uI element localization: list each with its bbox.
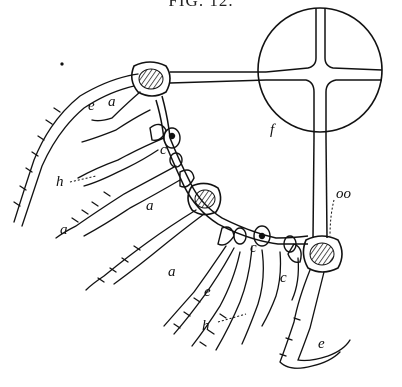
label-a-1: a bbox=[108, 94, 116, 110]
label-e-1: e bbox=[88, 98, 95, 114]
umbrella-margin bbox=[156, 96, 308, 244]
label-c-1: c bbox=[160, 142, 167, 158]
label-a-3: a bbox=[60, 222, 68, 238]
label-a-4: a bbox=[168, 264, 176, 280]
label-c-2: c bbox=[250, 240, 257, 256]
label-a-2: a bbox=[146, 198, 154, 214]
label-h-2: h bbox=[202, 318, 210, 334]
marginal-bulb-1 bbox=[132, 62, 170, 96]
label-h-1: h bbox=[56, 174, 64, 190]
ring-canal bbox=[258, 8, 382, 132]
label-e-3: e bbox=[318, 336, 325, 352]
marginal-bulb-3 bbox=[303, 236, 342, 272]
dot-mark bbox=[60, 62, 63, 65]
marginal-bulbs bbox=[132, 62, 342, 272]
label-c-3: c bbox=[280, 270, 287, 286]
label-oo: oo bbox=[336, 186, 352, 202]
label-e-2: e bbox=[204, 284, 211, 300]
labels: e a c h a a f oo c a e c h e bbox=[56, 94, 352, 352]
label-f: f bbox=[270, 122, 276, 138]
